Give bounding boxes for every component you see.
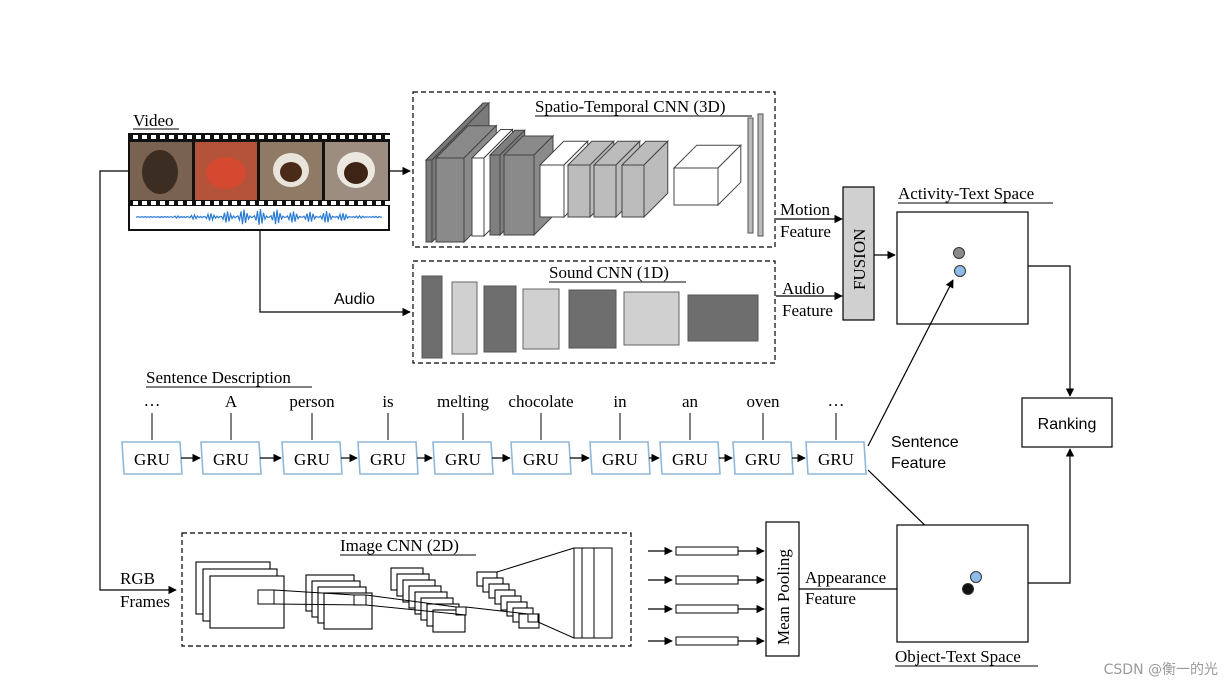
sentence-word: …	[828, 391, 845, 410]
frame-features	[648, 546, 765, 646]
video-label: Video	[133, 111, 174, 130]
spatio-temporal-cnn-box	[412, 91, 776, 248]
gru-label: GRU	[818, 450, 854, 469]
gru-label: GRU	[445, 450, 481, 469]
sentence-word: is	[382, 392, 393, 411]
sentence-word: melting	[437, 392, 489, 411]
gru-label: GRU	[745, 450, 781, 469]
gru-label: GRU	[602, 450, 638, 469]
ranking-block	[1021, 397, 1113, 448]
sentence-description-title: Sentence Description	[146, 368, 291, 387]
audio-feature-label-2: Feature	[782, 301, 833, 320]
cnn3d-block-front	[503, 154, 535, 236]
sentence-word: in	[613, 392, 627, 411]
image-cnn-layers	[195, 547, 613, 639]
object-sentence-point	[970, 571, 982, 583]
sentence-word: an	[682, 392, 699, 411]
frame-feature-vector	[675, 636, 739, 646]
sound-cnn-title: Sound CNN (1D)	[549, 263, 669, 282]
sentence-word: oven	[746, 392, 780, 411]
cnn3d-block-front	[471, 157, 485, 237]
audio-input-label: Audio	[334, 291, 375, 308]
cnn3d-block-front	[489, 154, 501, 236]
activity-space-title: Activity-Text Space	[898, 184, 1034, 203]
object-text-space	[896, 524, 1029, 643]
activity-sentence-point	[954, 265, 966, 277]
gru-cell	[200, 441, 262, 475]
gru-label: GRU	[370, 450, 406, 469]
audio-feature-label: Audio	[782, 279, 825, 298]
sound-cnn-box	[412, 260, 776, 364]
video-filmstrip	[128, 133, 390, 231]
sentence-word: A	[225, 392, 238, 411]
image-cnn-title: Image CNN (2D)	[340, 536, 459, 555]
object-point	[962, 583, 974, 595]
cnn3d-block-front	[621, 164, 645, 218]
frame-feature-vector	[675, 546, 739, 556]
cnn3d-layers	[424, 101, 764, 244]
gru-cell	[589, 441, 651, 475]
frames-label: Frames	[120, 592, 170, 611]
feature-map	[209, 575, 285, 629]
gru-cell	[510, 441, 572, 475]
gru-cell	[732, 441, 794, 475]
sentence-word: person	[289, 392, 335, 411]
sentence-label: Sentence	[891, 434, 959, 451]
frame-feature-vector	[675, 575, 739, 585]
gru-cell	[281, 441, 343, 475]
fc-layer	[747, 117, 754, 234]
fc-layer	[757, 113, 764, 237]
sentence-word: chocolate	[508, 392, 573, 411]
appearance-feature-label: Feature	[805, 589, 856, 608]
gru-label: GRU	[294, 450, 330, 469]
sentence-word: …	[144, 391, 161, 410]
cnn3d-block-front	[593, 164, 617, 218]
gru-cell	[805, 441, 867, 475]
activity-point	[953, 247, 965, 259]
gru-label: GRU	[523, 450, 559, 469]
cnn3d-block-front	[425, 159, 433, 243]
cnn3d-block-front	[673, 167, 719, 206]
gru-cell	[357, 441, 419, 475]
motion-feature-label: Feature	[780, 222, 831, 241]
ranking-label: Ranking	[1038, 416, 1097, 433]
audio-waveform	[135, 209, 383, 225]
gru-label: GRU	[213, 450, 249, 469]
frame-feature-vector	[675, 604, 739, 614]
gru-label: GRU	[134, 450, 170, 469]
gru-cell	[659, 441, 721, 475]
object-space-title: Object-Text Space	[895, 647, 1021, 666]
sound-cnn-layers	[421, 275, 759, 359]
gru-cell	[121, 441, 183, 475]
spatio-temporal-title: Spatio-Temporal CNN (3D)	[535, 97, 726, 116]
fusion-block	[842, 186, 875, 321]
mean-pooling-label: Mean Pooling	[774, 549, 793, 645]
fusion-label: FUSION	[850, 229, 869, 290]
cnn3d-block-front	[567, 164, 591, 218]
rgb-label: RGB	[120, 569, 155, 588]
audio-strip	[130, 206, 388, 229]
cnn3d-block-front	[539, 164, 565, 218]
sentence-feature-label: Feature	[891, 455, 946, 472]
watermark: CSDN @衡一的光	[1103, 662, 1218, 678]
appearance-label: Appearance	[805, 568, 886, 587]
gru-label: GRU	[672, 450, 708, 469]
motion-label: Motion	[780, 200, 831, 219]
cnn3d-block-front	[435, 157, 465, 243]
gru-cell	[432, 441, 494, 475]
image-cnn-box	[181, 532, 632, 647]
